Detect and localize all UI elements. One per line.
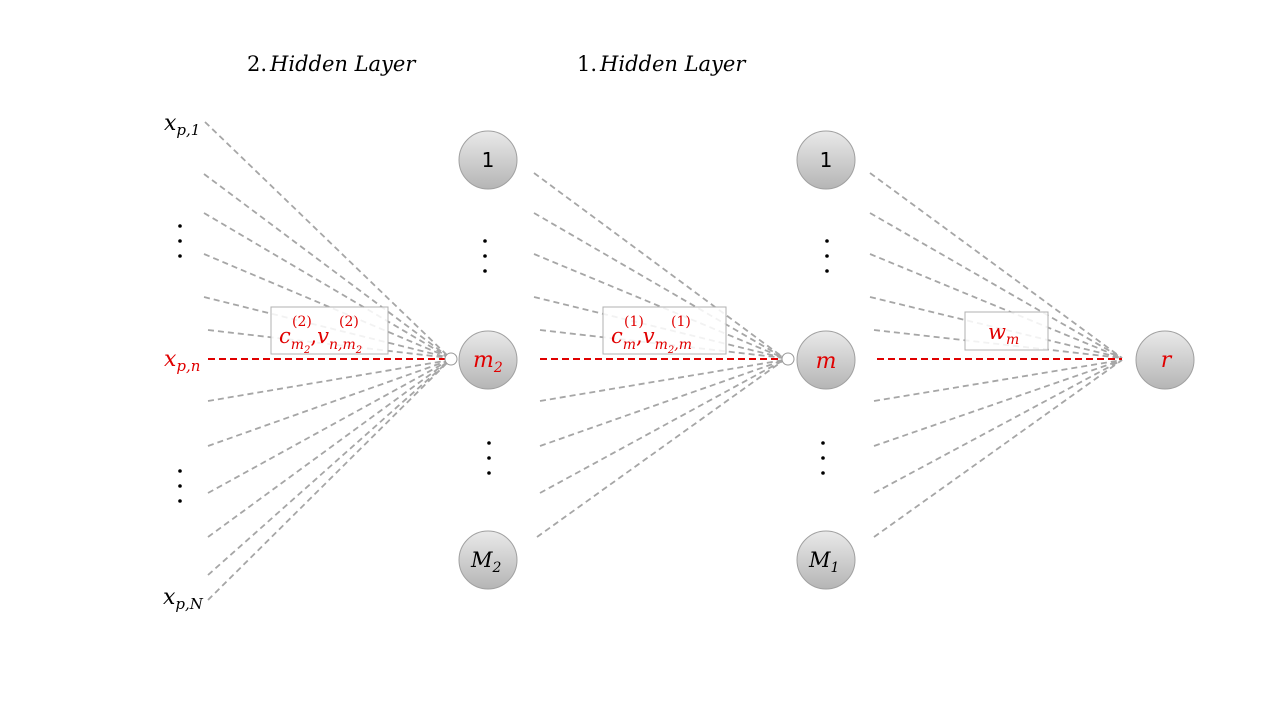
weight-label-layer2: cm2,vn,m2 xyxy=(279,324,362,356)
input-label-last: xp,N xyxy=(163,585,204,613)
weight-sup-c2: (2) xyxy=(292,314,312,330)
header-layer-1: 1.Hidden Layer xyxy=(577,52,747,76)
node-hidden2-bottom-label: M2 xyxy=(470,548,502,576)
weight-sup-c1: (1) xyxy=(624,314,644,330)
weight-box-layer1: cm,vm2,m (1) (1) xyxy=(602,306,727,356)
node-hidden2-top: 1 xyxy=(458,130,518,190)
weight-label-layer1: cm,vm2,m xyxy=(611,324,692,356)
header-layer-2-number: 2. xyxy=(247,52,267,76)
weight-label-output: wm xyxy=(988,320,1019,348)
node-output-label: r xyxy=(1161,348,1173,373)
node-hidden2-middle-label: m2 xyxy=(473,348,503,376)
node-hidden2-middle: m2 xyxy=(458,330,518,390)
node-hidden2-bottom: M2 xyxy=(458,530,518,590)
edges-input-to-hidden2 xyxy=(203,121,451,601)
node-hidden1-bottom: M1 xyxy=(796,530,856,590)
junction-hidden1 xyxy=(781,352,795,366)
edges-hidden2-to-hidden1 xyxy=(533,172,785,538)
header-layer-1-number: 1. xyxy=(577,52,597,76)
input-label-first: xp,1 xyxy=(164,111,200,139)
node-hidden1-middle: m xyxy=(796,330,856,390)
junction-hidden2 xyxy=(444,352,458,366)
header-layer-1-name: Hidden Layer xyxy=(599,52,747,76)
input-label-middle: xp,n xyxy=(164,347,200,375)
weight-box-output: wm xyxy=(964,311,1049,351)
ellipsis-dots xyxy=(178,224,829,503)
weight-sup-v1: (1) xyxy=(671,314,691,330)
edges-hidden1-to-output xyxy=(869,172,1123,538)
header-layer-2-name: Hidden Layer xyxy=(269,52,417,76)
node-hidden1-middle-label: m xyxy=(816,349,837,374)
node-hidden1-bottom-label: M1 xyxy=(808,548,839,576)
header-layer-2: 2.Hidden Layer xyxy=(247,52,417,76)
node-output: r xyxy=(1135,330,1195,390)
node-hidden1-top-label: 1 xyxy=(820,148,833,172)
node-hidden2-top-label: 1 xyxy=(482,148,495,172)
node-hidden1-top: 1 xyxy=(796,130,856,190)
weight-sup-v2: (2) xyxy=(339,314,359,330)
weight-box-layer2: cm2,vn,m2 (2) (2) xyxy=(270,306,389,356)
